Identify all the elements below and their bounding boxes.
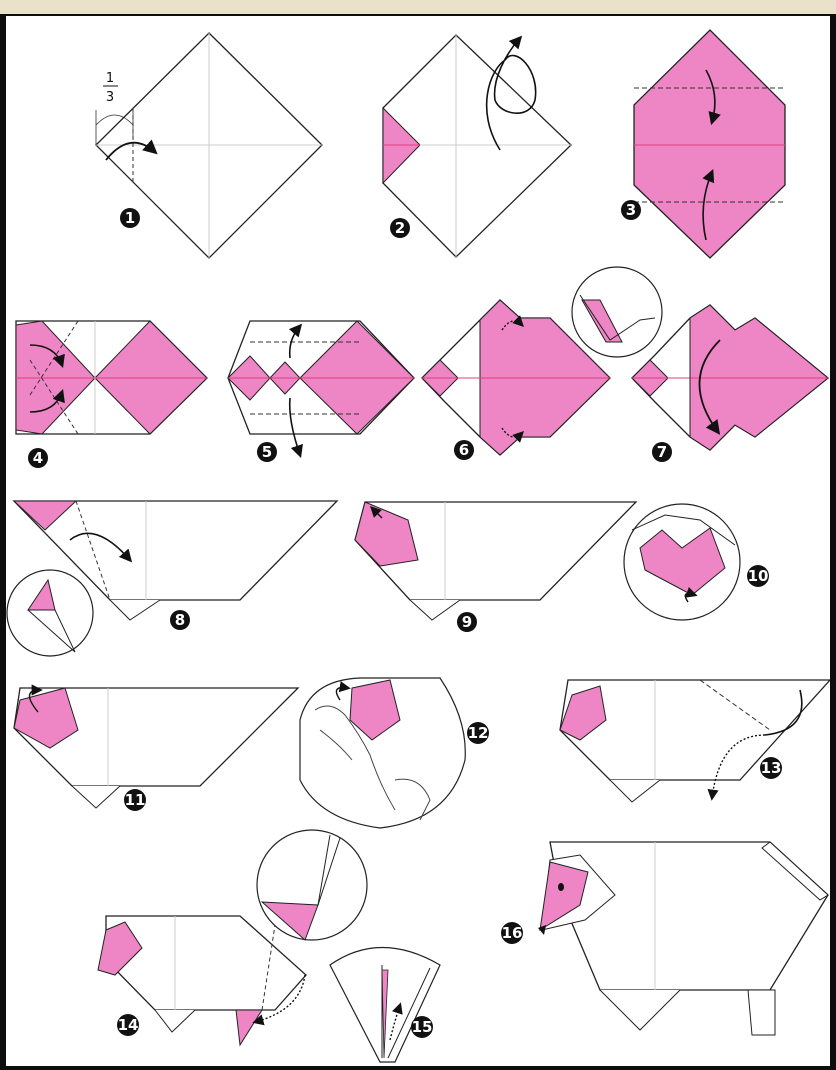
step-1: 1 3 1	[96, 33, 322, 258]
step-7: 7	[632, 305, 828, 462]
step-number: 13	[761, 759, 782, 777]
step-number: 11	[125, 791, 146, 809]
instruction-sheet: 1 3 1 2 3 4	[6, 16, 830, 1066]
step-2: 2	[383, 35, 571, 257]
step-number: 14	[118, 1016, 139, 1034]
step-number: 16	[502, 924, 523, 942]
step-number: 10	[748, 567, 769, 585]
fraction-numerator: 1	[106, 71, 114, 86]
step-number: 5	[262, 443, 272, 461]
step-9: 9	[355, 502, 636, 632]
step-4: 4	[16, 321, 207, 468]
step-6-detail-inset	[572, 267, 662, 357]
step-number: 9	[462, 613, 472, 631]
step-10-detail-inset: 10	[624, 504, 769, 620]
step-number: 2	[395, 219, 405, 237]
step-number: 4	[33, 449, 43, 467]
step-number: 15	[412, 1018, 433, 1036]
step-14: 14	[98, 916, 306, 1045]
step-number: 3	[626, 201, 636, 219]
top-border	[0, 0, 836, 14]
step-number: 12	[468, 724, 489, 742]
fraction-denominator: 3	[106, 90, 114, 105]
step-13: 13	[560, 680, 830, 802]
step-16-finished-sheep: 16	[501, 842, 828, 1035]
step-number: 7	[657, 443, 667, 461]
step-5: 5	[228, 321, 414, 462]
step-14-detail-inset	[257, 830, 367, 940]
step-3: 3	[621, 30, 785, 258]
step-number: 6	[459, 441, 469, 459]
step-number: 8	[175, 611, 185, 629]
origami-sheep-diagram: 1 3 1 2 3 4	[6, 16, 830, 1066]
step-15-detail-inset: 15	[330, 948, 440, 1063]
step-12-detail-inset: 12	[300, 678, 489, 828]
step-number: 1	[125, 209, 135, 227]
step-8-detail-inset	[7, 570, 93, 656]
step-11: 11	[14, 688, 298, 811]
